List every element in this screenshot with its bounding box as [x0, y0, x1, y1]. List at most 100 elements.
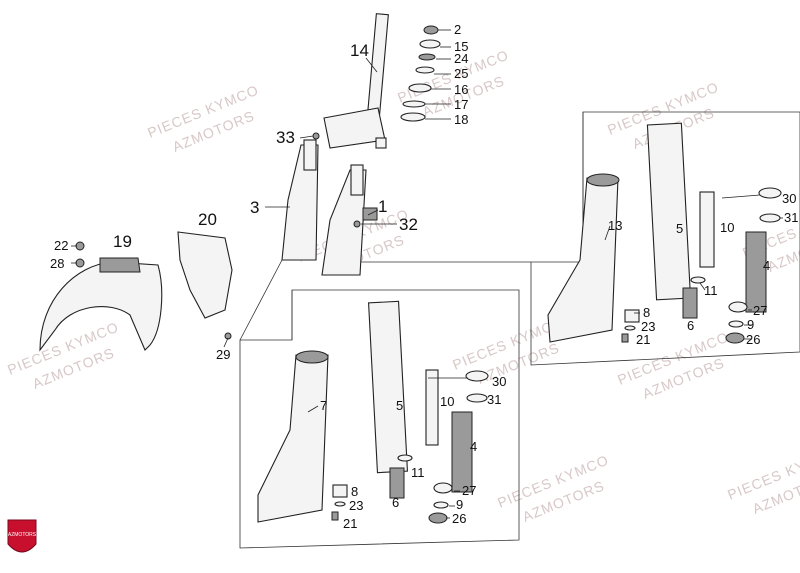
part-label: 9 — [747, 317, 754, 332]
part-label: 7 — [320, 398, 327, 413]
leader-line — [604, 225, 611, 241]
part-label: 6 — [392, 495, 399, 510]
part-label: 13 — [608, 218, 622, 233]
front-fender-part — [39, 257, 163, 352]
bolt-33 — [312, 132, 320, 140]
part-label: 16 — [454, 82, 468, 97]
spring-4 — [451, 411, 473, 493]
cap-30 — [758, 187, 782, 199]
spring-6 — [389, 467, 405, 499]
part-label: 5 — [396, 398, 403, 413]
part-label: 22 — [54, 238, 68, 253]
part-label: 21 — [636, 332, 650, 347]
part-label: 21 — [343, 516, 357, 531]
leader-line — [365, 57, 378, 73]
seal-part — [400, 112, 426, 122]
nut-part — [423, 25, 439, 35]
front-fender — [39, 261, 163, 352]
right-panel-parts — [547, 122, 782, 344]
middle-panel-parts — [257, 300, 489, 524]
part-label: 24 — [454, 51, 468, 66]
inner-fender — [177, 231, 233, 319]
part-label: 15 — [454, 39, 468, 54]
part-label: 31 — [487, 392, 501, 407]
seal-26 — [428, 512, 448, 524]
ring-part — [418, 53, 436, 61]
leader-line — [699, 282, 706, 291]
part-label: 4 — [470, 439, 477, 454]
part-label: 5 — [676, 221, 683, 236]
fender-inner-part — [177, 231, 233, 319]
fender-mount — [99, 257, 141, 273]
bolt-22 — [75, 241, 85, 251]
seat-27 — [728, 301, 748, 313]
part-label: 2 — [454, 22, 461, 37]
part-label: 25 — [454, 66, 468, 81]
inner-tube-5 — [646, 122, 692, 301]
part-label: 26 — [746, 332, 760, 347]
clip-9 — [728, 320, 744, 328]
bolt-21 — [331, 511, 339, 521]
part-label: 4 — [763, 258, 770, 273]
part-label: 9 — [456, 497, 463, 512]
outer-tube-top — [295, 350, 329, 364]
part-label: 3 — [250, 198, 259, 217]
part-labels: 2 15 24 25 16 17 18 14 33 3 1 32 20 19 2… — [50, 22, 798, 531]
race-part — [408, 83, 432, 93]
leader-line — [223, 337, 229, 348]
washer-31 — [759, 213, 781, 223]
part-label: 10 — [720, 220, 734, 235]
leader-lines — [71, 29, 783, 519]
damper-rod-10 — [425, 369, 439, 446]
bolt-21 — [621, 333, 629, 343]
fork-assembly-part — [281, 139, 378, 276]
washer-part — [419, 39, 441, 49]
bearing-stack — [400, 25, 441, 122]
part-label: 30 — [492, 374, 506, 389]
clip-23 — [334, 501, 346, 507]
seat-27 — [433, 482, 453, 494]
bearing-part — [415, 66, 435, 74]
seal-8 — [332, 484, 348, 498]
stem-clamp — [375, 137, 387, 149]
screw-29 — [224, 332, 232, 340]
leader-line — [299, 135, 314, 139]
seal-8 — [624, 309, 640, 323]
clip-9 — [433, 501, 449, 509]
leader-line — [721, 194, 761, 199]
spring-4 — [745, 231, 767, 313]
washer-31 — [466, 393, 488, 403]
part-label: 23 — [641, 319, 655, 334]
logo-shield-icon — [7, 519, 37, 553]
part-label: 28 — [50, 256, 64, 271]
part-label: 10 — [440, 394, 454, 409]
outer-tube-top — [586, 173, 620, 187]
part-label: 11 — [704, 283, 718, 298]
part-label: 8 — [351, 484, 358, 499]
ring-11 — [397, 454, 413, 462]
part-label: 23 — [349, 498, 363, 513]
part-label: 20 — [198, 210, 217, 229]
right-fork-tube — [350, 164, 364, 196]
part-label: 14 — [350, 41, 369, 60]
part-label: 11 — [411, 465, 425, 480]
part-label: 31 — [784, 210, 798, 225]
part-label: 29 — [216, 347, 230, 362]
inner-tube-5 — [367, 300, 409, 474]
race-part — [402, 100, 426, 108]
clip-23 — [624, 325, 636, 331]
spring-6 — [682, 287, 698, 319]
logo-text: AZMOTORS — [8, 532, 37, 538]
leader-line — [307, 405, 319, 413]
steering-stem-part — [323, 13, 389, 149]
part-label: 6 — [687, 318, 694, 333]
seal-26 — [725, 332, 745, 344]
part-label: 27 — [462, 483, 476, 498]
part-label: 30 — [782, 191, 796, 206]
part-label: 33 — [276, 128, 295, 147]
leader-line — [367, 209, 379, 216]
ring-11 — [690, 276, 706, 284]
left-fork-tube — [303, 139, 317, 171]
